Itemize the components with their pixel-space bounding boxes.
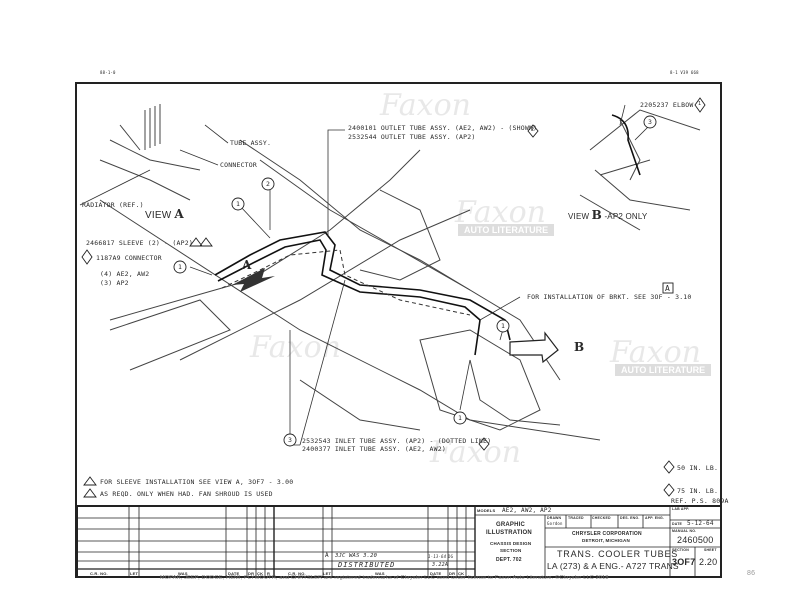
arrow-a-label: A (242, 258, 252, 272)
view-prefix: VIEW (568, 212, 592, 221)
view-a-arrow (232, 268, 275, 292)
lab-app-label: LAB APP. (672, 507, 690, 511)
date-value: 5-12-64 (687, 520, 714, 527)
diamond-2: 2 (531, 127, 535, 133)
rev-header-date: DATE (228, 571, 240, 576)
elbow-label: 2205237 ELBOW (640, 101, 694, 109)
watermark: Faxon (430, 435, 521, 470)
note-1: AS REQD. ONLY WHEN HAD. FAN SHROUD IS US… (100, 490, 273, 498)
section-label: SECTION (672, 548, 689, 552)
rev-was: 3JC WAS 3.20 (335, 553, 378, 559)
manual-label: MANUAL NO. (672, 529, 697, 533)
callout-1: 1 (501, 322, 506, 330)
rev-header-cr: C.R. NO. (288, 571, 306, 576)
rev-header-date: DATE (430, 571, 442, 576)
drawing-title-1: TRANS. COOLER TUBES (557, 549, 679, 559)
torque-75: 75 IN. LB. (677, 487, 719, 495)
section-word: SECTION (500, 548, 522, 553)
view-prefix: VIEW (145, 210, 175, 221)
view-b-label: VIEW B -AP2 ONLY (568, 208, 647, 222)
callout-1: 1 (178, 263, 183, 271)
chassis-label: CHASSIS DESIGN (490, 541, 532, 546)
diamond-1: 1 (698, 101, 702, 107)
rev-header-dr: DR (248, 571, 255, 576)
models-value: AE2, AW2, AP2 (502, 507, 552, 514)
drawn-label: DRAWN (547, 516, 562, 520)
outlet-tube-2: 2532544 OUTLET TUBE ASSY. (AP2) (348, 133, 476, 141)
date-label: DATE (672, 522, 683, 526)
drawing-title-2: LA (273) & A ENG.- A727 TRANS (547, 561, 679, 571)
des-eng-label: DES. ENG. (620, 516, 640, 520)
watermark: Faxon (380, 88, 471, 123)
models-label: MODELS (477, 508, 496, 513)
company-label: CHRYSLER CORPORATION (572, 531, 642, 537)
view-a-label: VIEW A (145, 207, 184, 221)
tube-assy-label: TUBE ASSY. (230, 139, 272, 147)
arrow-b-label: B (574, 340, 585, 354)
sheet-value: 2.20 (699, 557, 718, 567)
ref-ps: REF. P.S. 809A (671, 497, 729, 505)
inlet-tube-2: 2400377 INLET TUBE ASSY. (AE2, AW2) (302, 445, 446, 453)
qty-label-2: (3) AP2 (100, 279, 129, 287)
radiator-label: RADIATOR (REF.) (82, 201, 144, 209)
callout-2: 2 (266, 180, 271, 188)
view-letter: A (174, 207, 184, 221)
graphic-label: GRAPHIC (496, 522, 526, 528)
rev-header-r: R (267, 571, 271, 576)
rev-date: 1-13-64 (428, 554, 447, 559)
app-eng-label: APP. ENG. (645, 516, 665, 520)
manual-value: 2460500 (677, 535, 714, 545)
rev-header-ck: CK (458, 571, 465, 576)
header-right-code: 8-1 V39 668 (670, 70, 699, 75)
rev-header-dr: DR (449, 571, 456, 576)
traced-label: TRACED (568, 516, 584, 520)
header-left-code: 88-1-0 (100, 70, 116, 75)
sheet-label: SHEET (704, 548, 717, 552)
rev-header-was: WAS (178, 571, 188, 576)
qty-label-1: (4) AE2, AW2 (100, 270, 150, 278)
dept-label: DEPT. 702 (496, 557, 522, 563)
connector-part-label: 1187A9 CONNECTOR (96, 254, 162, 262)
note-2: FOR SLEEVE INSTALLATION SEE VIEW A, 3OF7… (100, 478, 294, 486)
callout-3: 3 (288, 436, 293, 444)
rev-dr: DG (448, 554, 454, 559)
callout-1: 1 (236, 200, 241, 208)
distributed-date: 3.22A (432, 562, 449, 568)
rev-header-ck: CK (257, 571, 264, 576)
sleeve-label: 2466817 SLEEVE (2) - (AP2) (86, 239, 193, 247)
rev-header-was: WAS (375, 571, 385, 576)
callout-1: 1 (458, 414, 463, 422)
bracket-note: FOR INSTALLATION OF BRKT. SEE 3OF - 3.10 (527, 293, 692, 301)
inlet-tube-1: 2532543 INLET TUBE ASSY. (AP2) - (DOTTED… (302, 437, 492, 445)
outlet-tube-1: 2400101 OUTLET TUBE ASSY. (AE2, AW2) - (… (348, 124, 538, 132)
section-value: 3OF7 (672, 557, 696, 567)
drawn-value: Gordon (547, 521, 563, 526)
rev-header-cr: C.R. NO. (90, 571, 108, 576)
watermark: Faxon (250, 330, 341, 365)
torque-50: 50 IN. LB. (677, 464, 719, 472)
illustration-label: ILLUSTRATION (486, 530, 532, 536)
watermark-sub: AUTO LITERATURE (615, 364, 712, 376)
distributed-stamp: DISTRIBUTED (338, 561, 396, 569)
checked-label: CHECKED (592, 516, 611, 520)
rev-header-let: LET (130, 571, 139, 576)
connector-label: CONNECTOR (220, 161, 258, 169)
page-number: 86 (747, 570, 756, 577)
rev-letter: A (325, 552, 329, 559)
view-suffix: -AP2 ONLY (602, 212, 648, 221)
city-label: DETROIT, MICHIGAN (582, 538, 630, 543)
rev-header-let: LET (323, 571, 332, 576)
trademark-footer: MOPAR, JEEP, DODGE, HEMI, PLYMOUTH, and … (160, 575, 609, 581)
callout-3: 3 (648, 118, 653, 126)
watermark-sub: AUTO LITERATURE (458, 224, 555, 236)
box-a-label: A (665, 284, 671, 293)
view-letter: B (591, 208, 603, 222)
